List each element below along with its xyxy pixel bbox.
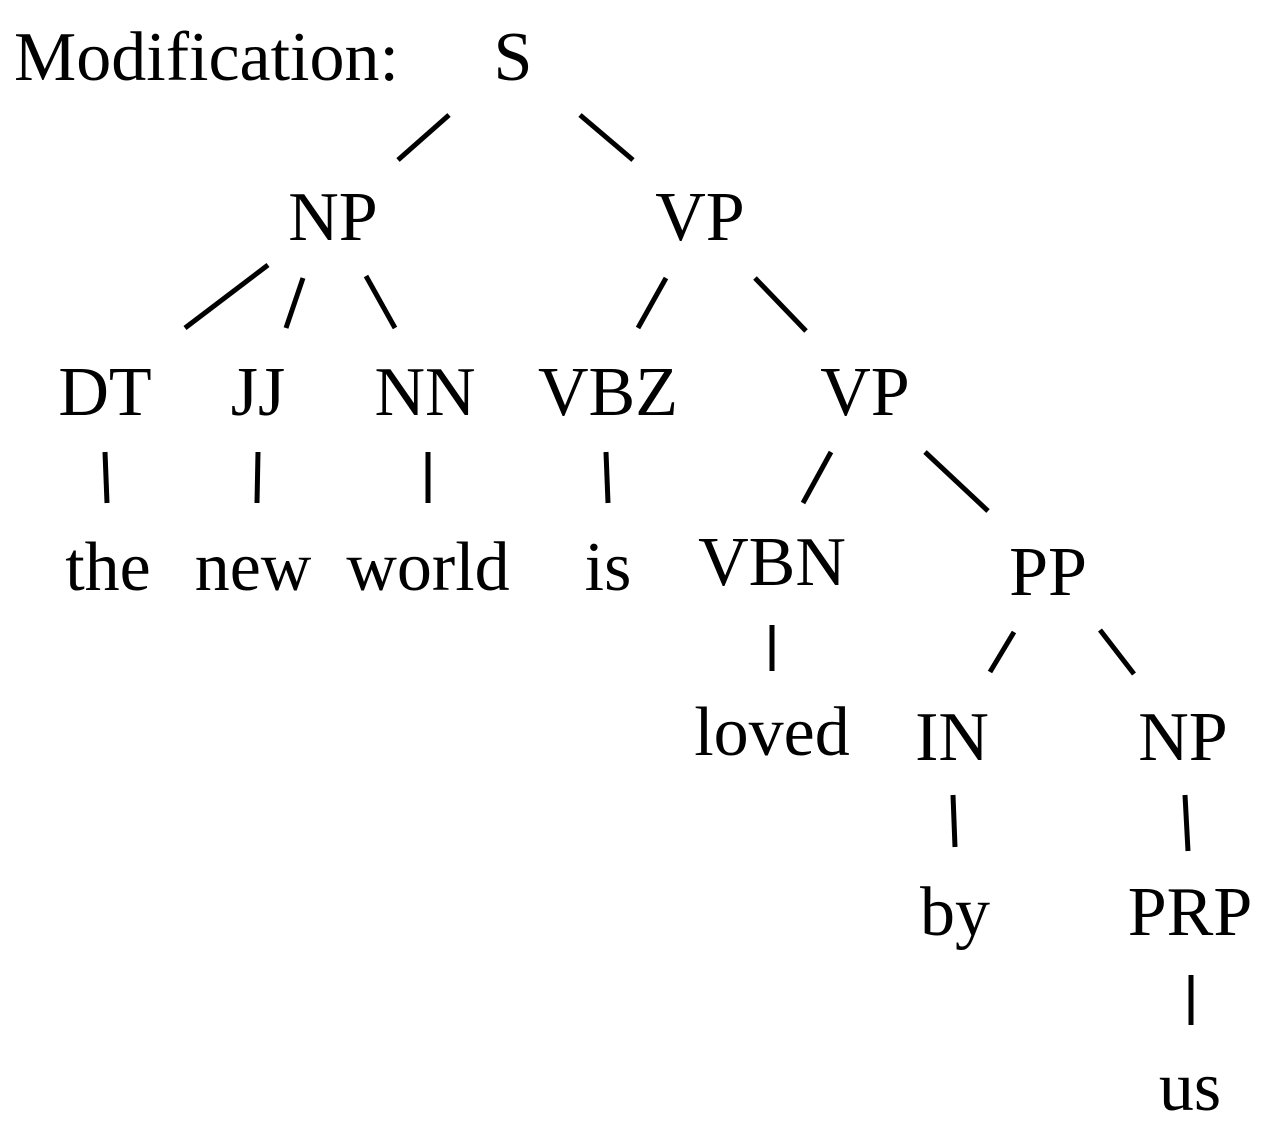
edge-np-to-jj: [283, 277, 306, 329]
tag-vp: VP: [655, 179, 744, 256]
edge-s-to-vp: [578, 113, 635, 162]
tag-np: NP: [288, 179, 377, 256]
word-world: world: [346, 529, 509, 606]
word-us: us: [1159, 1049, 1221, 1126]
edge-np-to-prp: [1182, 794, 1191, 852]
edge-jj-to-new: [254, 451, 261, 504]
tag-prp: PRP: [1128, 874, 1253, 951]
tag-s: S: [494, 19, 533, 96]
edge-dt-to-the: [102, 451, 110, 504]
word-by: by: [920, 874, 990, 951]
edge-vp-to-vbz: [635, 276, 669, 330]
tree-edges: [102, 113, 1194, 1025]
tree-nodes: S NP DT the JJ new NN world VP VBZ is VP VBN loved PP I…: [58, 19, 1252, 1126]
word-the: the: [65, 529, 151, 606]
tag-vbn: VBN: [698, 524, 846, 601]
tag-dt: DT: [58, 354, 151, 431]
edge-pp-to-in: [987, 630, 1017, 674]
word-is: is: [585, 529, 632, 606]
edge-vp-to-vbn: [800, 450, 834, 505]
word-loved: loved: [694, 694, 850, 771]
edge-vp-to-vp: [753, 276, 808, 333]
diagram-heading: Modification:: [14, 19, 399, 96]
tag-pp: PP: [1009, 534, 1087, 611]
tag-np: NP: [1138, 699, 1227, 776]
edge-pp-to-np: [1098, 628, 1136, 676]
edge-in-to-by: [950, 794, 958, 848]
edge-vp-to-pp: [923, 450, 990, 513]
tag-jj: JJ: [231, 354, 285, 431]
tag-nn: NN: [374, 354, 475, 431]
tag-in: IN: [915, 699, 989, 776]
edge-vbz-to-is: [603, 451, 611, 504]
word-new: new: [195, 529, 312, 606]
tag-vp: VP: [820, 354, 909, 431]
edge-np-to-nn: [363, 274, 398, 330]
edge-s-to-np: [396, 113, 451, 162]
edge-np-to-dt: [183, 263, 270, 330]
tag-vbz: VBZ: [538, 354, 678, 431]
